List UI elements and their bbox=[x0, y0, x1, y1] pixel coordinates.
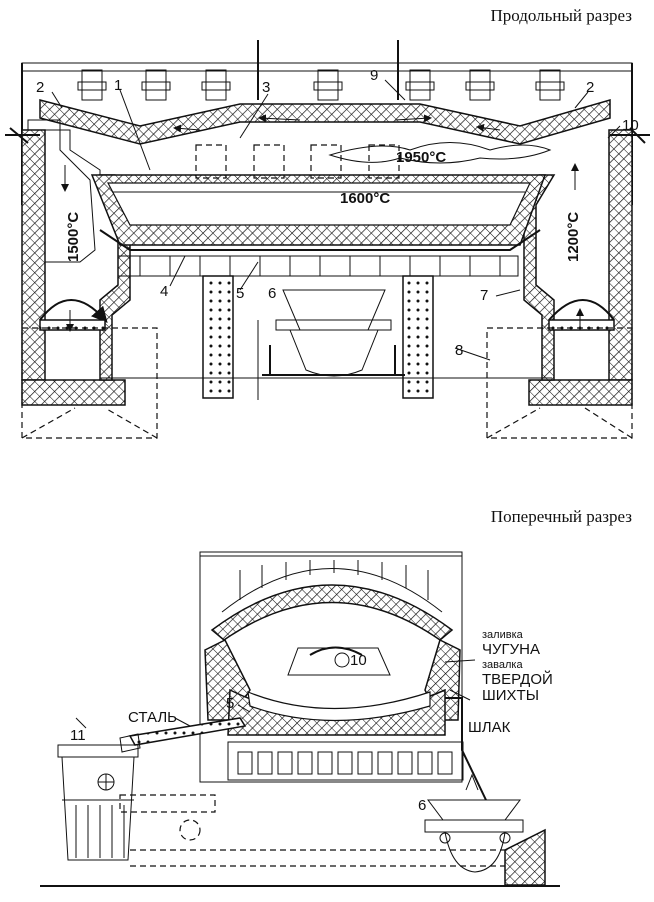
left-regenerator-temperature: 1500°C bbox=[65, 212, 82, 262]
leader-lines bbox=[51, 79, 621, 361]
label-2-left: 2 bbox=[36, 79, 44, 96]
bath-temperature: 1600°C bbox=[340, 190, 390, 207]
left-uptake-wall bbox=[21, 129, 46, 381]
furnace-roof bbox=[39, 99, 611, 145]
charging-door bbox=[287, 647, 391, 676]
left-lower-chamber bbox=[21, 327, 158, 439]
label-5: 5 bbox=[236, 285, 244, 302]
label-11: 11 bbox=[70, 727, 86, 744]
charge-label-2: ТВЕРДОЙ bbox=[482, 670, 553, 688]
longitudinal-section: 2 1 3 2 9 10 4 5 6 7 8 1950°C 1600°C 150… bbox=[5, 40, 650, 439]
label-1: 1 bbox=[114, 77, 122, 94]
arched-roof bbox=[210, 584, 454, 641]
right-regenerator-temperature: 1200°C bbox=[565, 212, 582, 262]
slag-pot-top bbox=[427, 799, 521, 821]
charge-label-1: завалка bbox=[482, 659, 523, 671]
cast-iron-label-1: заливка bbox=[482, 629, 524, 641]
right-burner bbox=[610, 127, 650, 144]
flame-temperature: 1950°C bbox=[396, 149, 446, 166]
charge-label-3: ШИХТЫ bbox=[482, 687, 539, 704]
label-10: 10 bbox=[622, 117, 639, 134]
beam-web bbox=[139, 256, 501, 276]
steel-ladle-ribs bbox=[75, 805, 125, 858]
transverse-section: 5 6 10 11 заливка ЧУГУНА завалка ТВЕРДОЙ… bbox=[40, 551, 560, 887]
gas-flow-arrows bbox=[61, 114, 584, 332]
slag-chute bbox=[445, 697, 487, 801]
steel-ladle-body bbox=[61, 756, 135, 861]
right-regenerator-floor bbox=[528, 379, 633, 406]
label-7: 7 bbox=[480, 287, 488, 304]
roof-hangers bbox=[77, 69, 565, 101]
flame bbox=[328, 142, 552, 164]
support-beam bbox=[117, 255, 519, 277]
transverse-frame bbox=[199, 551, 463, 783]
left-pillar bbox=[202, 275, 234, 399]
label-6: 6 bbox=[268, 285, 276, 302]
right-regenerator-arc bbox=[548, 299, 615, 321]
transverse-bath bbox=[247, 691, 431, 722]
left-regenerator-arc bbox=[39, 299, 108, 324]
base-cells bbox=[237, 751, 453, 775]
ladle-body bbox=[289, 329, 379, 377]
transverse-section-caption: Поперечный разрез bbox=[490, 507, 632, 526]
label-4: 4 bbox=[160, 283, 168, 300]
slag-pot-body bbox=[444, 831, 506, 873]
cast-iron-label-2: ЧУГУНА bbox=[482, 641, 540, 658]
label-9: 9 bbox=[370, 67, 378, 84]
steel-label: СТАЛЬ bbox=[128, 709, 177, 726]
label-10-transverse: 10 bbox=[350, 652, 367, 669]
slag-label: ШЛАК bbox=[468, 719, 511, 736]
label-3: 3 bbox=[262, 79, 270, 96]
transverse-base bbox=[227, 741, 464, 781]
right-lower-chamber bbox=[486, 327, 633, 439]
ladle-top bbox=[282, 289, 386, 331]
label-8: 8 bbox=[455, 342, 463, 359]
slag-pot-stand bbox=[504, 828, 546, 886]
label-6-transverse: 6 bbox=[418, 797, 426, 814]
roof-hangers-transverse bbox=[239, 560, 429, 600]
label-2-right: 2 bbox=[586, 79, 594, 96]
liquid-bath bbox=[107, 182, 531, 226]
left-regenerator-floor bbox=[21, 379, 126, 406]
launder bbox=[128, 717, 247, 746]
label-5-transverse: 5 bbox=[226, 695, 234, 712]
longitudinal-section-caption: Продольный разрез bbox=[490, 6, 632, 25]
right-pillar bbox=[402, 275, 434, 399]
left-burner bbox=[5, 127, 40, 144]
right-uptake-wall bbox=[608, 129, 633, 381]
